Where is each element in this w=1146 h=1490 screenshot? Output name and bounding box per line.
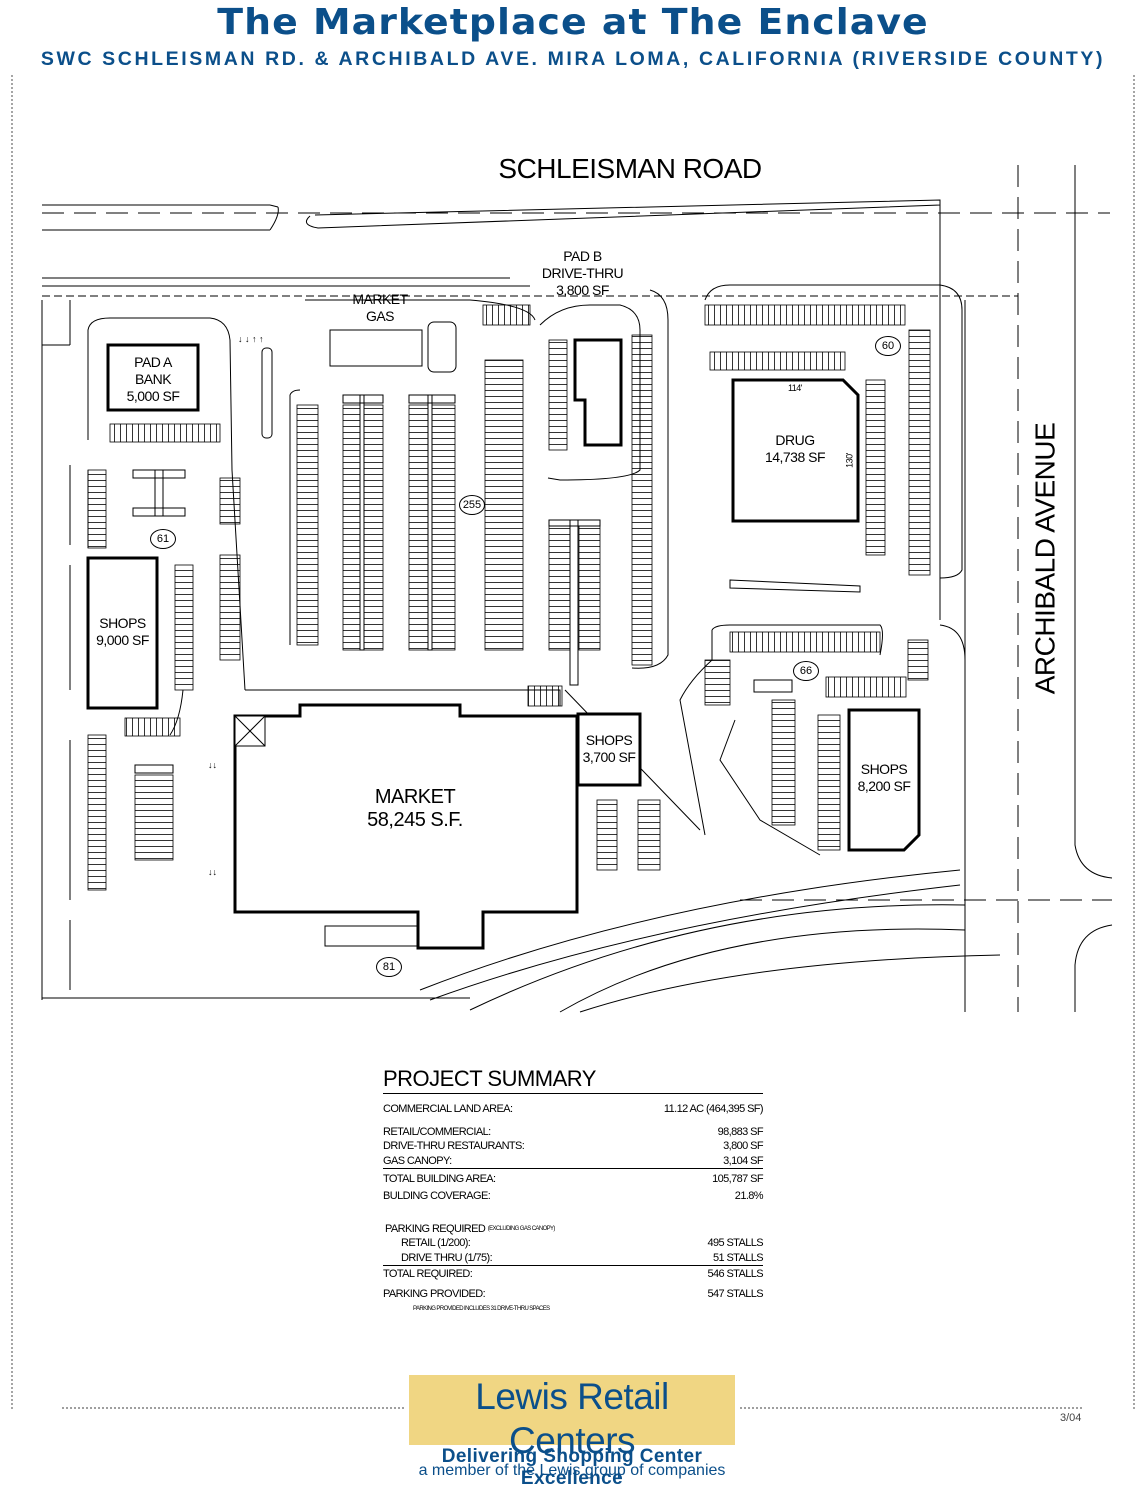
summary-row-retail-parking: RETAIL (1/200): 495 STALLS [383,1236,764,1251]
parking-count-center: 255 [459,495,485,515]
pad-a-label: PAD A BANK 5,000 SF [108,354,198,405]
drug-building [731,378,860,523]
summary-row-gas: GAS CANOPY: 3,104 SF [383,1154,764,1169]
pad-a-use: BANK [134,371,172,387]
drug-area: 14,738 SF [764,449,826,465]
row-label: PARKING PROVIDED: [383,1288,486,1300]
parking-count-south: 81 [376,957,402,977]
parking-stalls [87,304,931,891]
summary-row-drive-thru-parking: DRIVE THRU (1/75): 51 STALLS [383,1251,764,1266]
row-value: 105,787 SF [712,1173,763,1185]
shops-west-label: SHOPS 9,000 SF [88,615,157,649]
row-value: 21.8% [734,1190,764,1202]
row-label: TOTAL BUILDING AREA: [383,1173,496,1185]
parking-count-northeast: 60 [875,336,901,356]
shops-mid-building [576,712,642,787]
summary-row-retail: RETAIL/COMMERCIAL: 98,883 SF [383,1125,764,1140]
shops-west-name: SHOPS [99,615,146,631]
archibald-avenue-label: ARCHIBALD AVENUE [1029,422,1061,695]
row-note: (EXCLUDING GAS CANOPY) [487,1225,556,1232]
summary-row-land: COMMERCIAL LAND AREA: 11.12 AC (464,395 S… [383,1102,764,1117]
buildings [86,338,921,950]
market-label: MARKET 58,245 S.F. [335,786,495,832]
shops-mid-label: SHOPS 3,700 SF [576,732,642,766]
summary-title: PROJECT SUMMARY [383,1066,763,1094]
market-name: MARKET [374,786,456,808]
revision-date: 3/04 [1060,1412,1082,1424]
row-value: 98,883 SF [717,1125,764,1138]
row-label: COMMERCIAL LAND AREA: [383,1103,513,1115]
pad-a-area: 5,000 SF [126,388,180,404]
summary-row-total-building: TOTAL BUILDING AREA: 105,787 SF [383,1168,764,1189]
shops-east-area: 8,200 SF [857,778,911,794]
drug-width-dimension: 114' [787,383,803,393]
page-title: The Marketplace at The Enclave [217,2,929,43]
lewis-retail-centers-logo: Lewis Retail Centers a member of the Lew… [409,1375,735,1479]
svg-text:↓↓: ↓↓ [208,867,217,877]
pad-b-use: DRIVE-THRU [541,265,624,281]
tagline: Delivering Shopping Center Excellence [441,1446,703,1489]
pad-a-name: PAD A [134,354,172,370]
gas-label: MARKET GAS [340,291,420,325]
row-value: 547 STALLS [707,1288,763,1300]
logo-name: Lewis Retail Centers [475,1376,669,1461]
project-summary: PROJECT SUMMARY COMMERCIAL LAND AREA: 11.… [383,1066,764,1312]
row-value: 3,800 SF [723,1140,763,1152]
shops-east-building [847,708,921,852]
row-value: 11.12 AC (464,395 SF) [663,1103,764,1115]
shops-east-label: SHOPS 8,200 SF [849,761,919,795]
row-label: BULDING COVERAGE: [383,1190,491,1202]
row-label: DRIVE-THRU RESTAURANTS: [383,1140,525,1152]
summary-row-drive-thru: DRIVE-THRU RESTAURANTS: 3,800 SF [383,1139,764,1154]
row-label: PARKING REQUIRED [385,1222,486,1235]
shops-west-building [86,556,159,710]
summary-row-coverage: BULDING COVERAGE: 21.8% [383,1189,764,1204]
summary-row-parking-required: PARKING REQUIRED (EXCLUDING GAS CANOPY) [383,1222,763,1237]
row-label: RETAIL (1/200): [401,1237,471,1249]
svg-text:↓↓: ↓↓ [208,760,217,770]
pad-b-label: PAD B DRIVE-THRU 3,800 SF [530,248,635,299]
shops-mid-name: SHOPS [585,732,633,748]
roads [41,165,1113,1013]
drug-name: DRUG [775,432,815,448]
gas-canopy [234,321,457,747]
summary-row-parking-provided: PARKING PROVIDED: 547 STALLS [383,1284,764,1304]
row-label: GAS CANOPY: [383,1154,452,1167]
drug-depth-dimension: 130' [844,453,855,468]
drug-label: DRUG 14,738 SF [745,432,845,466]
page-border [11,75,1135,1410]
row-value: 546 STALLS [707,1268,763,1280]
gas-name: MARKET [352,291,408,307]
row-label: DRIVE THRU (1/75): [401,1251,493,1264]
row-label: RETAIL/COMMERCIAL: [383,1125,491,1138]
row-label: TOTAL REQUIRED: [383,1268,473,1280]
row-value: 3,104 SF [723,1154,763,1167]
pad-b-name: PAD B [563,248,602,264]
pad-a-building [106,343,200,412]
pad-b-building [573,338,623,447]
page-subtitle: SWC SCHLEISMAN RD. & ARCHIBALD AVE. MIRA… [40,48,1106,70]
shops-mid-area: 3,700 SF [582,749,636,765]
market-building [233,703,579,950]
parking-count-west: 61 [150,529,176,549]
summary-footnote: PARKING PROVIDED INCLUDES 31 DRIVE-THRU … [413,1306,550,1312]
parking-count-east: 66 [793,661,819,681]
row-value: 495 STALLS [707,1237,763,1249]
summary-row-total-required: TOTAL REQUIRED: 546 STALLS [383,1265,764,1284]
shops-east-name: SHOPS [860,761,908,777]
pad-b-area: 3,800 SF [556,282,609,298]
svg-text:↓ ↓ ↑ ↑: ↓ ↓ ↑ ↑ [238,334,264,344]
parking-arrows: ↓ ↓ ↑ ↑ ↓↓ ↓↓ [208,334,264,877]
gas-use: GAS [365,308,395,324]
row-value: 51 STALLS [712,1251,764,1264]
market-area: 58,245 S.F. [367,809,463,831]
shops-west-area: 9,000 SF [96,632,149,648]
schleisman-road-label: SCHLEISMAN ROAD [498,153,762,184]
